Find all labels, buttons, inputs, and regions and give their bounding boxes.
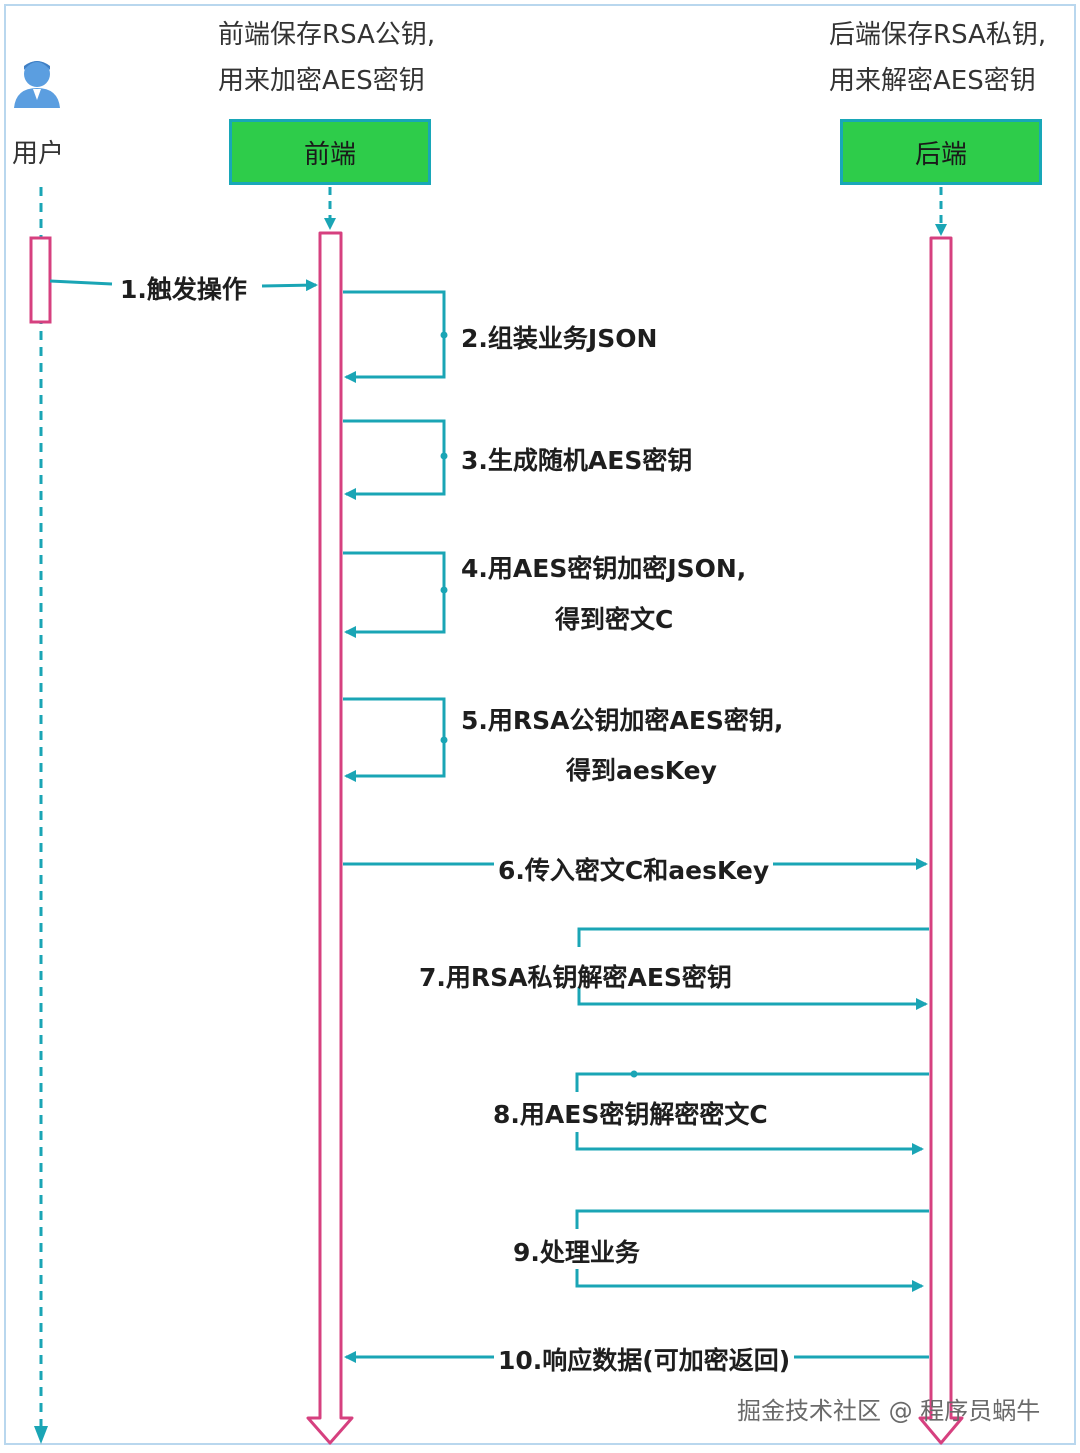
- backend-note: 后端保存RSA私钥, 用来解密AES密钥: [829, 12, 1046, 104]
- step-8-self-arrow: [575, 1072, 929, 1149]
- user-label: 用户: [12, 139, 65, 169]
- frontend-box: 前端: [229, 119, 431, 185]
- backend-activation: [918, 236, 964, 1445]
- watermark: 掘金技术社区 @ 程序员蜗牛: [737, 1397, 1041, 1425]
- frontend-activation: [306, 231, 354, 1445]
- step-3-label: 3.生成随机AES密钥: [461, 446, 693, 475]
- step-2-self-arrow: [343, 290, 446, 383]
- backend-note-line1: 后端保存RSA私钥,: [829, 20, 1047, 50]
- user-activation: [29, 236, 52, 324]
- diagram-frame: [4, 4, 1076, 1445]
- step-7-self-arrow: [577, 927, 929, 1004]
- backend-note-line2: 用来解密AES密钥: [829, 66, 1036, 96]
- step-5-label-line2: 得到aesKey: [566, 756, 717, 785]
- step-8-label: 8.用AES密钥解密密文C: [493, 1100, 768, 1129]
- step-9-self-arrow: [575, 1209, 929, 1286]
- step-9-label: 9.处理业务: [513, 1238, 640, 1267]
- step-5-self-arrow: [343, 697, 446, 782]
- step-7-label: 7.用RSA私钥解密AES密钥: [419, 963, 732, 992]
- step-1-label: 1.触发操作: [116, 270, 251, 306]
- frontend-note-line2: 用来加密AES密钥: [218, 66, 425, 96]
- backend-lifeline-arrowhead: [935, 224, 947, 236]
- frontend-note-line1: 前端保存RSA公钥,: [218, 20, 436, 50]
- step-4-label-line1: 4.用AES密钥加密JSON,: [461, 554, 747, 583]
- step-4-label-line2: 得到密文C: [555, 605, 674, 634]
- user-icon: [14, 61, 60, 108]
- step-10-label: 10.响应数据(可加密返回): [494, 1341, 795, 1377]
- step-6-label: 6.传入密文C和aesKey: [494, 851, 774, 887]
- step-1-arrow: [49, 281, 316, 286]
- backend-box-label: 后端: [914, 139, 967, 170]
- backend-box: 后端: [840, 119, 1042, 185]
- step-4-self-arrow: [343, 551, 446, 638]
- step-3-self-arrow: [343, 419, 446, 500]
- user-lifeline-arrowhead: [34, 1426, 48, 1444]
- step-5-label-line1: 5.用RSA公钥加密AES密钥,: [461, 706, 784, 735]
- step-2-label: 2.组装业务JSON: [461, 324, 658, 353]
- frontend-lifeline-arrowhead: [324, 218, 336, 230]
- frontend-note: 前端保存RSA公钥, 用来加密AES密钥: [218, 12, 435, 104]
- frontend-box-label: 前端: [303, 139, 356, 170]
